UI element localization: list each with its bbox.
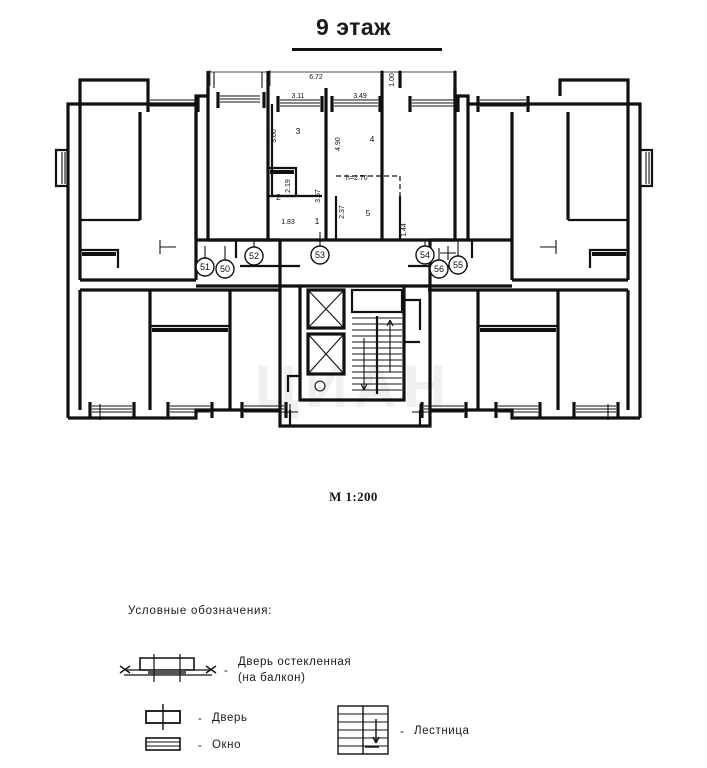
dim-3-49: 3.49 [353, 93, 367, 100]
legend-item-stairs: -Лестница [336, 703, 470, 760]
legend-label-glazed-balcony-door-sub: (на балкон) [238, 671, 306, 684]
room-number-1: 1 [315, 216, 320, 226]
legend-label-stairs: Лестница [414, 724, 470, 737]
marker-52: 52 [244, 246, 264, 266]
room-number-2: 2 [276, 192, 281, 202]
top-wall-windows [146, 92, 530, 112]
legend-item-window: -Окно [140, 733, 241, 758]
marker-54: 54 [415, 245, 435, 265]
title-underline [292, 48, 442, 51]
dim-1-83: 1.83 [281, 219, 295, 226]
window-icon [140, 733, 192, 758]
svg-text:55: 55 [453, 260, 463, 270]
dim-3-57: 3.57 [315, 189, 322, 203]
top-dimension-line [206, 70, 457, 88]
legend-label-window: Окно [212, 738, 242, 751]
svg-text:56: 56 [434, 264, 444, 274]
stairs-icon [336, 703, 394, 760]
svg-text:53: 53 [315, 250, 325, 260]
svg-text:51: 51 [200, 262, 210, 272]
central-core [286, 284, 422, 402]
marker-56: 56 [429, 259, 449, 279]
legend-heading: Условные обозначения: [128, 605, 273, 617]
svg-text:52: 52 [249, 251, 259, 261]
lobby-fixture-icon [314, 380, 326, 392]
dim-4-90: 4.90 [335, 137, 342, 151]
elevator-shaft-2 [306, 332, 346, 376]
room-number-3: 3 [296, 126, 301, 136]
glazed-balcony-door-icon [118, 652, 218, 689]
page-title: 9 этаж [316, 14, 391, 40]
left-wing [54, 78, 288, 418]
marker-55: 55 [448, 255, 468, 275]
room-number-5: 5 [366, 208, 371, 218]
legend-item-glazed-balcony-door: -Дверь остекленная (на балкон) [118, 652, 351, 689]
scale-label: М 1:200 [329, 489, 378, 504]
door-icon [140, 703, 192, 734]
svg-text:50: 50 [220, 264, 230, 274]
dim-1-00: 1.00 [389, 73, 396, 87]
marker-53: 53 [310, 245, 330, 265]
marker-51: 51 [195, 257, 215, 277]
dim-6-72: 6.72 [309, 74, 323, 81]
legend-dash: - [224, 664, 229, 677]
dim-3-60: 3.60 [271, 129, 278, 143]
ceiling-height-label: h=2.70 [346, 175, 368, 182]
room-2: 2 2.19 1.83 [268, 166, 298, 226]
legend-dash: - [400, 725, 405, 738]
dim-3-11: 3.11 [291, 93, 304, 100]
dim-2-37: 2.37 [339, 205, 346, 219]
dim-2-19: 2.19 [285, 179, 292, 193]
legend-label-glazed-balcony-door: Дверь остекленная [238, 655, 352, 668]
apartment-markers: 51 50 52 53 54 56 55 [195, 232, 468, 279]
room-1: 1 3.57 [315, 189, 322, 226]
right-wing [420, 78, 654, 418]
staircase [350, 288, 404, 394]
doors [92, 240, 616, 420]
building-envelope [66, 88, 642, 428]
room-5: 5 2.37 1.44 [334, 196, 408, 240]
dim-1-44: 1.44 [401, 223, 408, 237]
legend-dash: - [198, 739, 203, 752]
room-number-4: 4 [370, 134, 375, 144]
elevator-shaft-1 [306, 288, 346, 330]
legend-label-door: Дверь [212, 711, 248, 724]
legend-dash: - [198, 712, 203, 725]
floor-plan-drawing: 6.72 1.00 3 [54, 70, 654, 428]
svg-text:54: 54 [420, 250, 430, 260]
marker-50: 50 [215, 259, 235, 279]
legend-item-door: -Дверь [140, 703, 248, 734]
